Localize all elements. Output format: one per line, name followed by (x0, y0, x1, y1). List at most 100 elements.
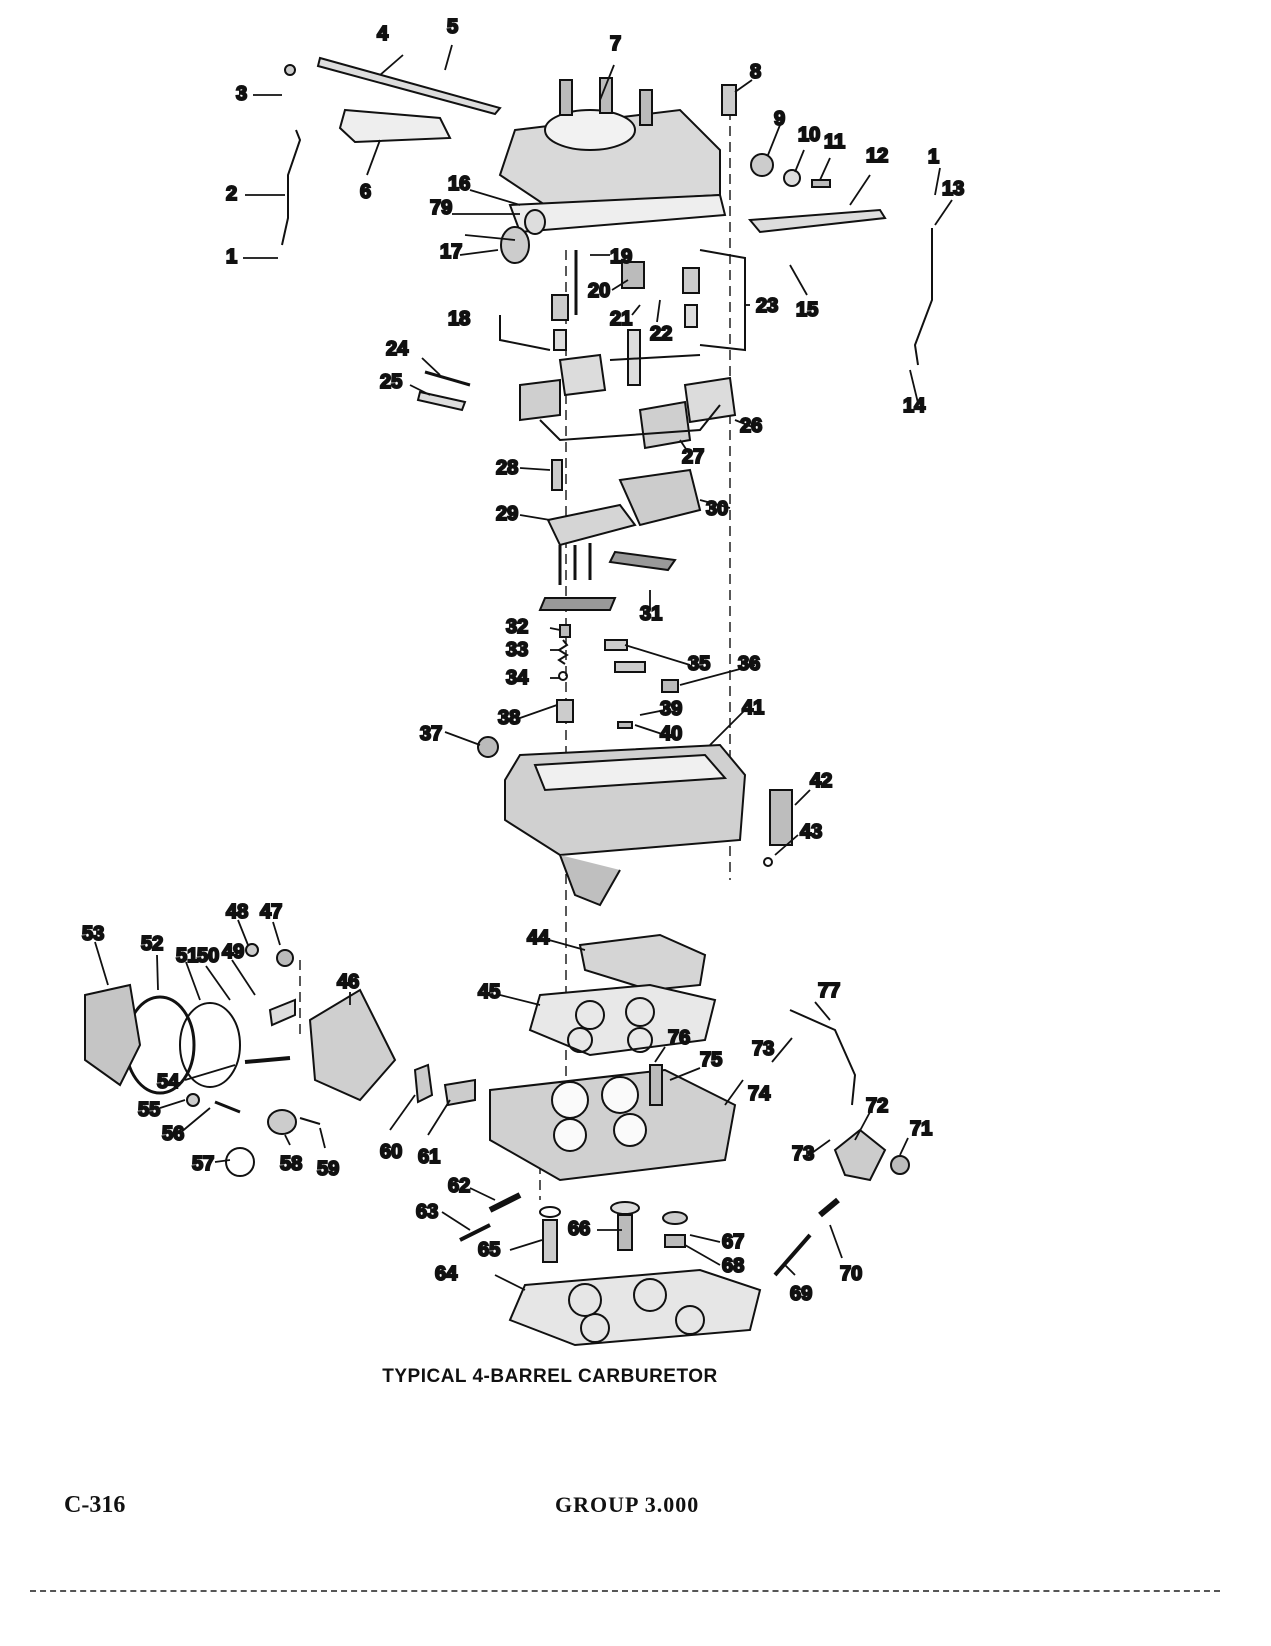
callout-64: 64 (435, 1263, 458, 1285)
callout-1-right: 1 (928, 146, 939, 168)
power-piston (621, 261, 645, 289)
callout-52: 52 (141, 933, 163, 955)
pump-discharge-cluster (546, 503, 637, 547)
throttle-lever (443, 1078, 476, 1107)
callout-23: 23 (756, 295, 778, 317)
pump-ball (763, 857, 773, 867)
piston-plug (225, 1147, 255, 1177)
flange-gasket (508, 1268, 762, 1347)
choke-screw (276, 949, 294, 967)
footer-rule (30, 1590, 1220, 1592)
callout-72: 72 (866, 1095, 888, 1117)
callout-6: 6 (360, 181, 371, 203)
throttle-body (489, 1064, 737, 1182)
callout-76: 76 (668, 1027, 690, 1049)
idle-screw (459, 1223, 491, 1242)
leader-lines (94, 44, 953, 1291)
throttle-body-screw (542, 1219, 558, 1263)
thermostatic-cover (84, 983, 142, 1087)
retainer (245, 943, 259, 957)
main-jet (556, 699, 574, 723)
figure-caption: TYPICAL 4-BARREL CARBURETOR (382, 1366, 718, 1387)
metering-block (618, 468, 702, 527)
callout-75: 75 (700, 1049, 722, 1071)
air-horn-body (498, 77, 727, 234)
callout-51: 51 (176, 945, 198, 967)
callout-46: 46 (337, 971, 359, 993)
callout-11: 11 (824, 131, 845, 153)
callout-31: 31 (640, 603, 662, 625)
choke-plug (477, 736, 499, 758)
pump-lever (747, 208, 887, 234)
base-gasket (528, 983, 717, 1057)
cluster-gasket-lower (538, 597, 617, 611)
cluster-gasket-upper (608, 550, 677, 572)
callout-39: 39 (660, 698, 682, 720)
callout-70: 70 (840, 1263, 862, 1285)
callout-50: 50 (197, 945, 219, 967)
idle-tube-2 (614, 661, 646, 673)
filter (524, 209, 546, 235)
pump-rod (281, 129, 302, 246)
callout-labels: 3 4 5 2 1 6 7 8 9 10 11 12 1 13 14 15 16… (81, 15, 965, 1306)
callout-29: 29 (496, 503, 518, 525)
callout-58: 58 (280, 1153, 302, 1175)
callout-63: 63 (416, 1201, 438, 1223)
callout-18: 18 (448, 308, 470, 330)
fast-idle-spring (818, 1197, 840, 1218)
callout-33: 33 (506, 639, 528, 661)
callout-13: 13 (942, 178, 964, 200)
callout-20: 20 (588, 280, 610, 302)
needle-seat-assemblies (499, 249, 746, 352)
callout-12: 12 (866, 145, 888, 167)
check-ball-retainer (559, 624, 571, 638)
callout-55: 55 (138, 1099, 160, 1121)
callout-43: 43 (800, 821, 822, 843)
callout-49: 49 (222, 941, 244, 963)
piston-pin (299, 1117, 321, 1125)
vacuum-diaphragm (833, 1128, 887, 1182)
callout-15: 15 (796, 299, 818, 321)
callout-2: 2 (226, 183, 237, 205)
callout-27: 27 (682, 446, 704, 468)
insulator-spacer (578, 933, 707, 992)
idle-limiter-cap (662, 1211, 688, 1225)
callout-35: 35 (688, 653, 710, 675)
choke-screw-long (244, 1056, 291, 1064)
air-horn-screw (721, 84, 737, 116)
float-bowl (504, 743, 747, 907)
callout-73-lower: 73 (792, 1143, 814, 1165)
lever-screw (811, 179, 831, 188)
callout-24: 24 (386, 338, 409, 360)
callout-16: 16 (448, 173, 470, 195)
callout-26: 26 (740, 415, 762, 437)
callout-65: 65 (478, 1239, 500, 1261)
callout-8: 8 (750, 61, 761, 83)
callout-57: 57 (192, 1153, 214, 1175)
callout-67: 67 (722, 1231, 744, 1253)
callout-44: 44 (527, 927, 550, 949)
check-ball (558, 671, 568, 681)
callout-40: 40 (660, 723, 682, 745)
callout-74: 74 (748, 1083, 771, 1105)
callout-21: 21 (610, 308, 632, 330)
idle-mixture-screw (488, 1192, 522, 1213)
callout-56: 56 (162, 1123, 184, 1145)
callout-22: 22 (650, 323, 672, 345)
callout-59: 59 (317, 1158, 339, 1180)
cluster-screw (551, 459, 563, 491)
callout-71: 71 (910, 1118, 932, 1140)
callout-17: 17 (440, 241, 462, 263)
callout-61: 61 (418, 1146, 440, 1168)
float-retainer (416, 390, 467, 412)
callout-34: 34 (506, 667, 529, 689)
callout-10: 10 (798, 124, 820, 146)
washer (783, 169, 801, 187)
callout-73-upper: 73 (752, 1038, 774, 1060)
choke-rod (316, 56, 502, 116)
baffle-plate (338, 108, 452, 144)
callout-36: 36 (738, 653, 760, 675)
callout-54: 54 (157, 1071, 180, 1093)
